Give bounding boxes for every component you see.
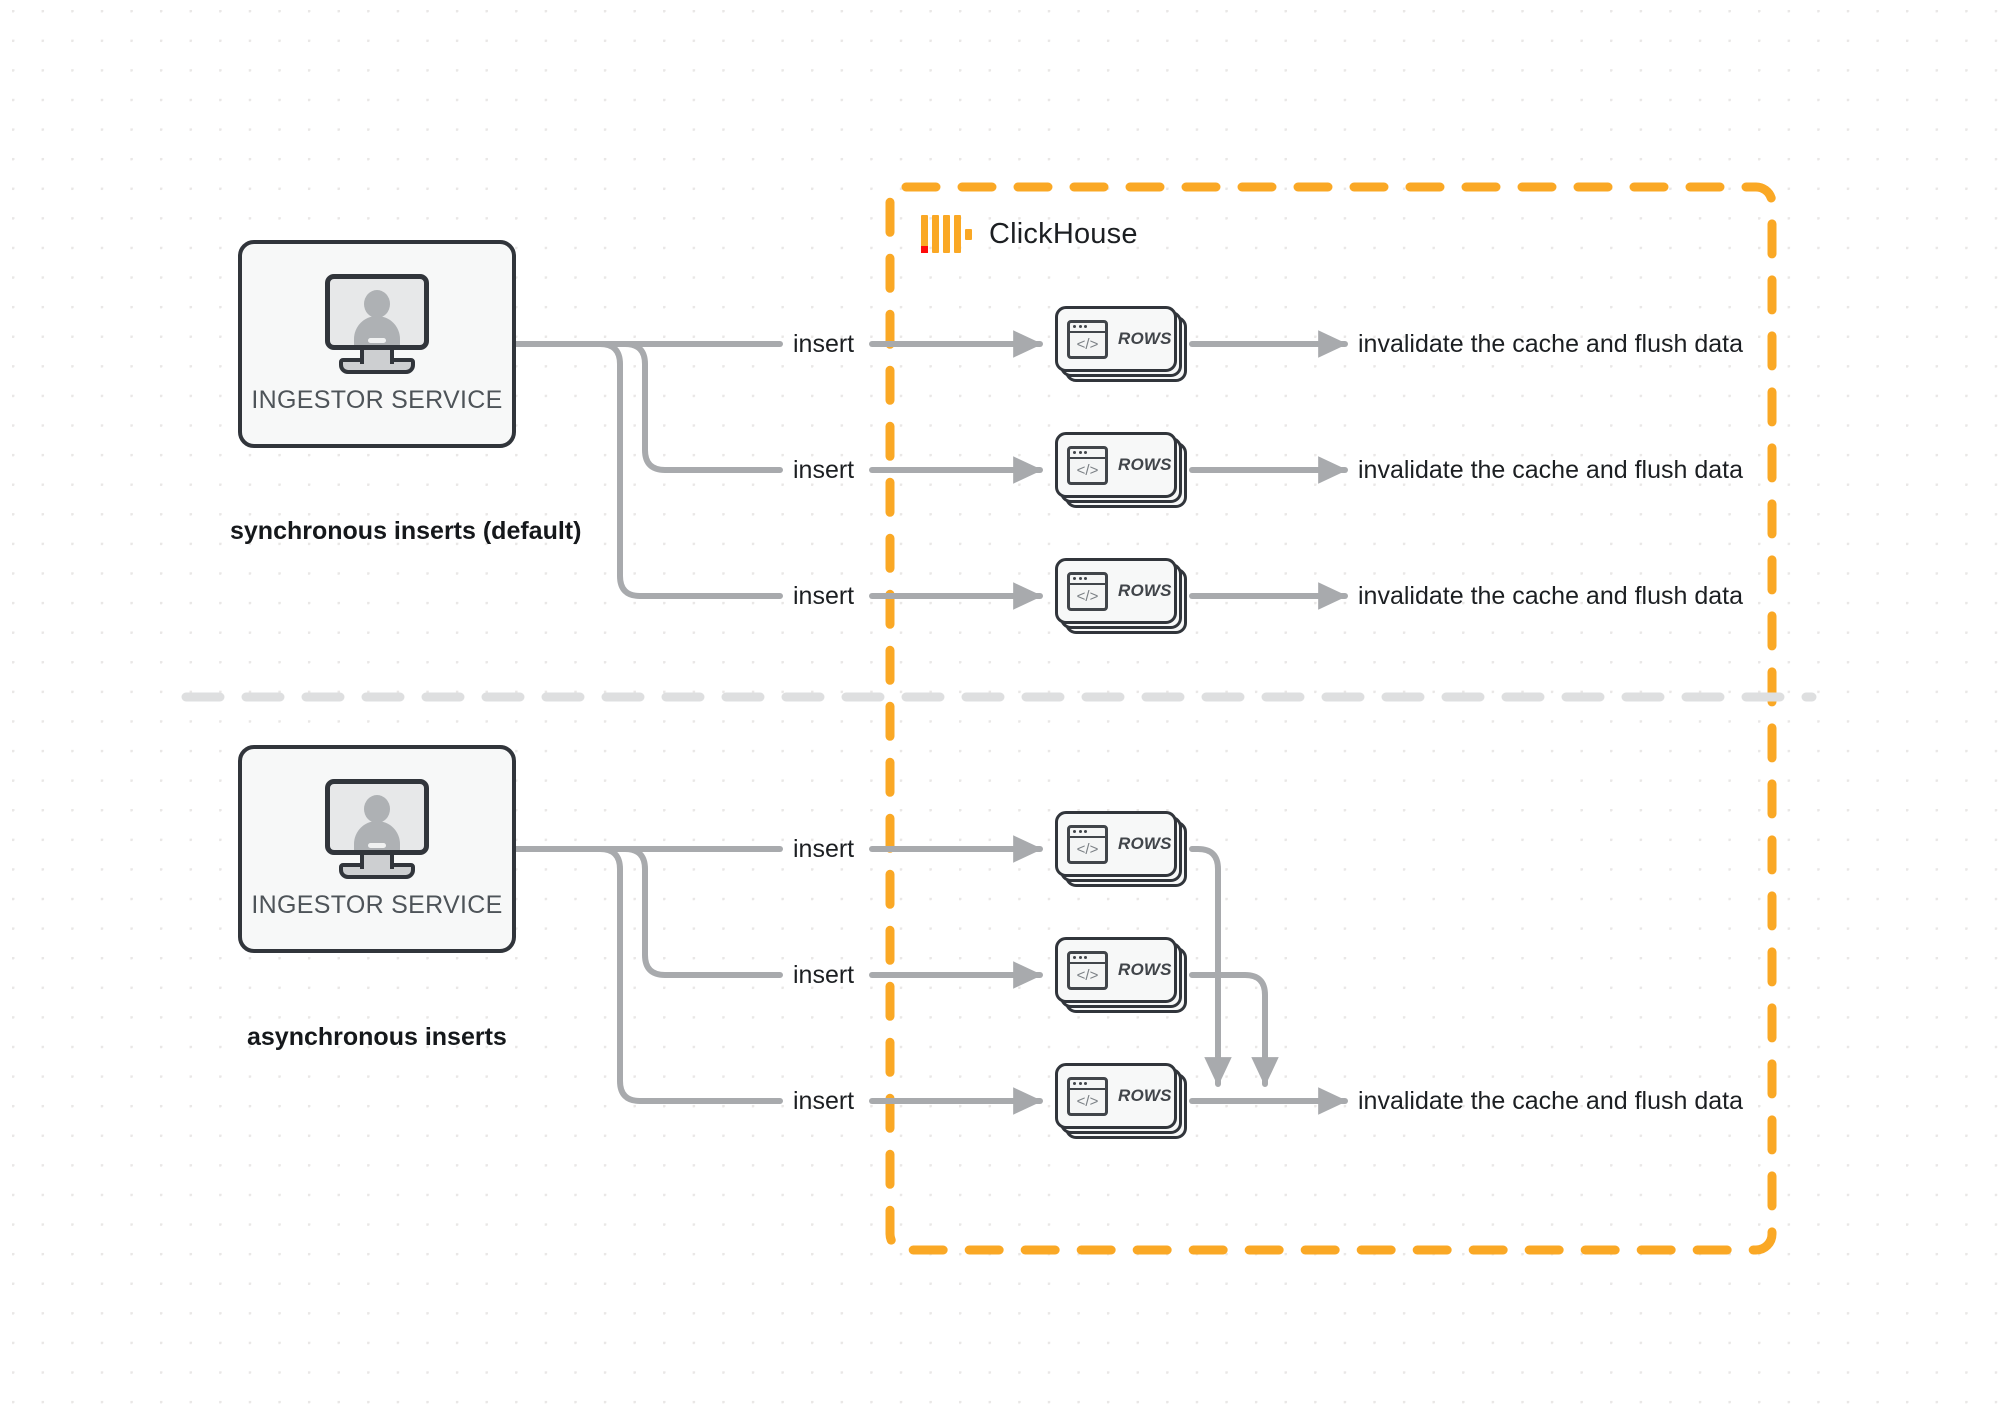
clickhouse-logo-red-mark — [921, 246, 928, 253]
clickhouse-brand: ClickHouse — [921, 215, 1138, 253]
rows-card-async-3[interactable]: </> ROWS — [1055, 1063, 1187, 1139]
code-window-icon: </> — [1067, 571, 1108, 611]
rows-label-sync-1: ROWS — [1118, 329, 1172, 348]
rows-card-sync-2[interactable]: </> ROWS — [1055, 432, 1187, 508]
code-window-icon: </> — [1067, 445, 1108, 485]
clickhouse-logo-square — [965, 229, 972, 240]
ingestor-service-label-async: INGESTOR SERVICE — [251, 890, 503, 919]
code-window-icon: </> — [1067, 824, 1108, 864]
rows-card-async-1[interactable]: </> ROWS — [1055, 811, 1187, 887]
sync-connectors — [513, 330, 1348, 610]
insert-label-async-2: insert — [793, 961, 855, 989]
insert-label-async-1: insert — [793, 835, 855, 863]
clickhouse-brand-name: ClickHouse — [989, 217, 1138, 250]
insert-label-sync-1: insert — [793, 330, 855, 358]
rows-card-sync-1[interactable]: </> ROWS — [1055, 306, 1187, 382]
insert-label-sync-3: insert — [793, 582, 855, 610]
code-window-icon: </> — [1067, 950, 1108, 990]
rows-label-sync-3: ROWS — [1118, 581, 1172, 600]
rows-card-async-2[interactable]: </> ROWS — [1055, 937, 1187, 1013]
rows-label-async-3: ROWS — [1118, 1086, 1172, 1105]
insert-label-sync-2: insert — [793, 456, 855, 484]
insert-label-async-3: insert — [793, 1087, 855, 1115]
clickhouse-container-border — [885, 182, 1777, 1255]
result-label-sync-1: invalidate the cache and flush data — [1358, 330, 1743, 358]
code-window-icon: </> — [1067, 1076, 1108, 1116]
rows-card-sync-3[interactable]: </> ROWS — [1055, 558, 1187, 634]
rows-label-async-1: ROWS — [1118, 834, 1172, 853]
section-caption-async: asynchronous inserts — [247, 1023, 507, 1051]
ingestor-service-node-sync[interactable]: INGESTOR SERVICE — [238, 240, 516, 448]
async-connectors — [513, 835, 1348, 1115]
clickhouse-logo-icon — [921, 215, 972, 253]
ingestor-service-label-sync: INGESTOR SERVICE — [251, 385, 503, 414]
rows-label-async-2: ROWS — [1118, 960, 1172, 979]
monitor-user-icon — [317, 778, 437, 879]
result-label-sync-3: invalidate the cache and flush data — [1358, 582, 1743, 610]
monitor-user-icon — [317, 273, 437, 374]
section-caption-sync: synchronous inserts (default) — [230, 517, 582, 545]
ingestor-service-node-async[interactable]: INGESTOR SERVICE — [238, 745, 516, 953]
code-window-icon: </> — [1067, 319, 1108, 359]
rows-label-sync-2: ROWS — [1118, 455, 1172, 474]
result-label-sync-2: invalidate the cache and flush data — [1358, 456, 1743, 484]
result-label-async-merged: invalidate the cache and flush data — [1358, 1087, 1743, 1115]
